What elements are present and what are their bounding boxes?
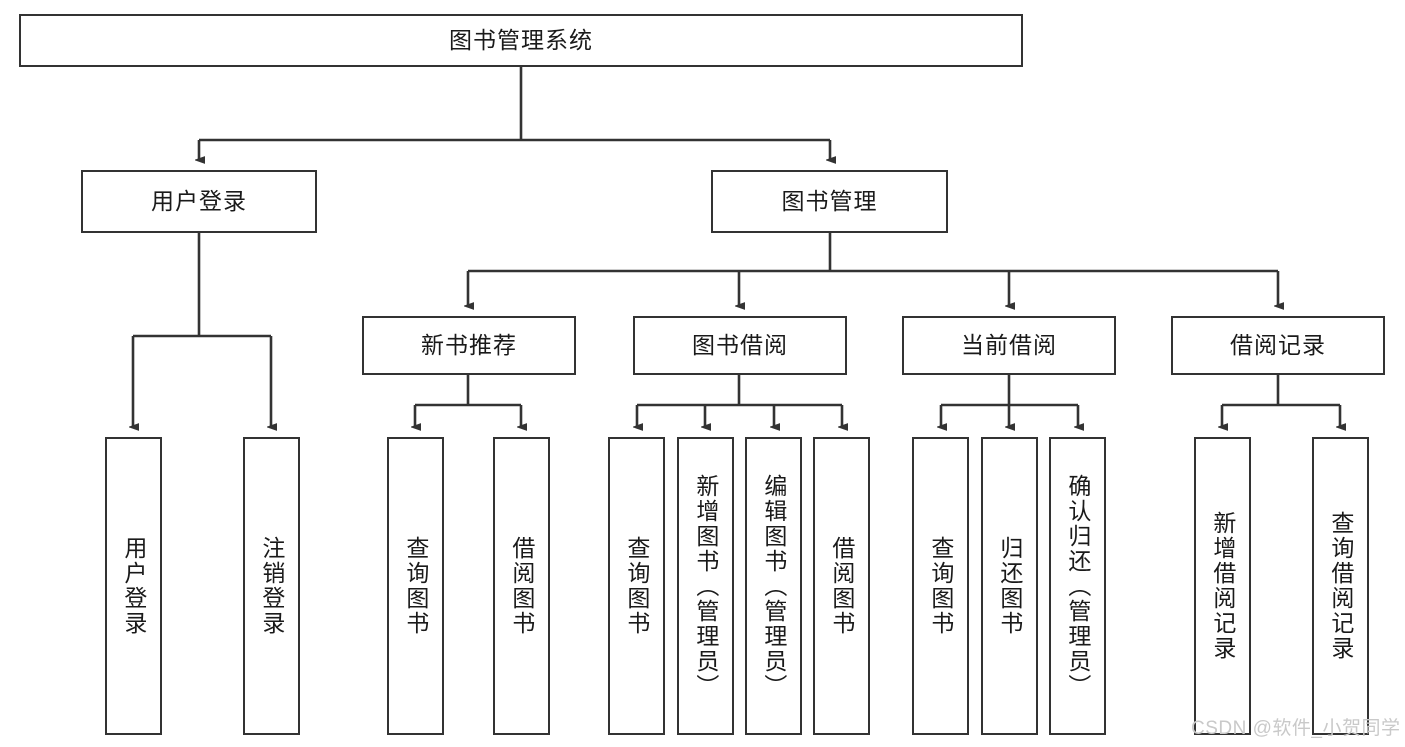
node-label: 确认归还（管理员）: [1064, 473, 1091, 699]
node-label: 图书管理: [781, 187, 878, 214]
node-label: 新书推荐: [421, 331, 517, 358]
leaf-edit-book-admin[interactable]: 编辑图书（管理员）: [745, 437, 802, 735]
node-label: 新增借阅记录: [1209, 511, 1236, 661]
node-label: 借阅图书: [828, 536, 855, 636]
node-label: 图书管理系统: [449, 26, 593, 53]
node-label: 查询借阅记录: [1327, 511, 1354, 661]
node-label: 归还图书: [996, 536, 1023, 636]
node-borrowing-record[interactable]: 借阅记录: [1171, 316, 1385, 375]
node-label: 用户登录: [151, 187, 247, 214]
node-book-management[interactable]: 图书管理: [711, 170, 948, 233]
leaf-confirm-return-admin[interactable]: 确认归还（管理员）: [1049, 437, 1106, 735]
leaf-add-borrow-record[interactable]: 新增借阅记录: [1194, 437, 1251, 735]
csdn-watermark: CSDN @软件_小贺同学: [1191, 718, 1401, 739]
leaf-query-books-borrow[interactable]: 查询图书: [608, 437, 665, 735]
node-label: 查询图书: [623, 536, 650, 636]
node-label: 注销登录: [258, 536, 285, 636]
node-label: 借阅记录: [1230, 331, 1326, 358]
node-label: 借阅图书: [508, 536, 535, 636]
node-label: 用户登录: [120, 536, 147, 636]
leaf-add-book-admin[interactable]: 新增图书（管理员）: [677, 437, 734, 735]
node-label: 编辑图书（管理员）: [760, 473, 787, 699]
node-label: 图书借阅: [692, 331, 788, 358]
leaf-return-books[interactable]: 归还图书: [981, 437, 1038, 735]
node-current-borrowing[interactable]: 当前借阅: [902, 316, 1116, 375]
leaf-borrow-books[interactable]: 借阅图书: [813, 437, 870, 735]
node-label: 新增图书（管理员）: [692, 473, 719, 699]
leaf-user-login[interactable]: 用户登录: [105, 437, 162, 735]
leaf-borrow-books-recommend[interactable]: 借阅图书: [493, 437, 550, 735]
leaf-query-books-current[interactable]: 查询图书: [912, 437, 969, 735]
node-book-borrowing[interactable]: 图书借阅: [633, 316, 847, 375]
node-new-book-recommendation[interactable]: 新书推荐: [362, 316, 576, 375]
leaf-query-books-recommend[interactable]: 查询图书: [387, 437, 444, 735]
node-label: 查询图书: [927, 536, 954, 636]
node-user-login[interactable]: 用户登录: [81, 170, 317, 233]
node-label: 查询图书: [402, 536, 429, 636]
leaf-query-borrow-record[interactable]: 查询借阅记录: [1312, 437, 1369, 735]
node-root-book-management-system[interactable]: 图书管理系统: [19, 14, 1023, 67]
leaf-logout[interactable]: 注销登录: [243, 437, 300, 735]
node-label: 当前借阅: [961, 331, 1057, 358]
